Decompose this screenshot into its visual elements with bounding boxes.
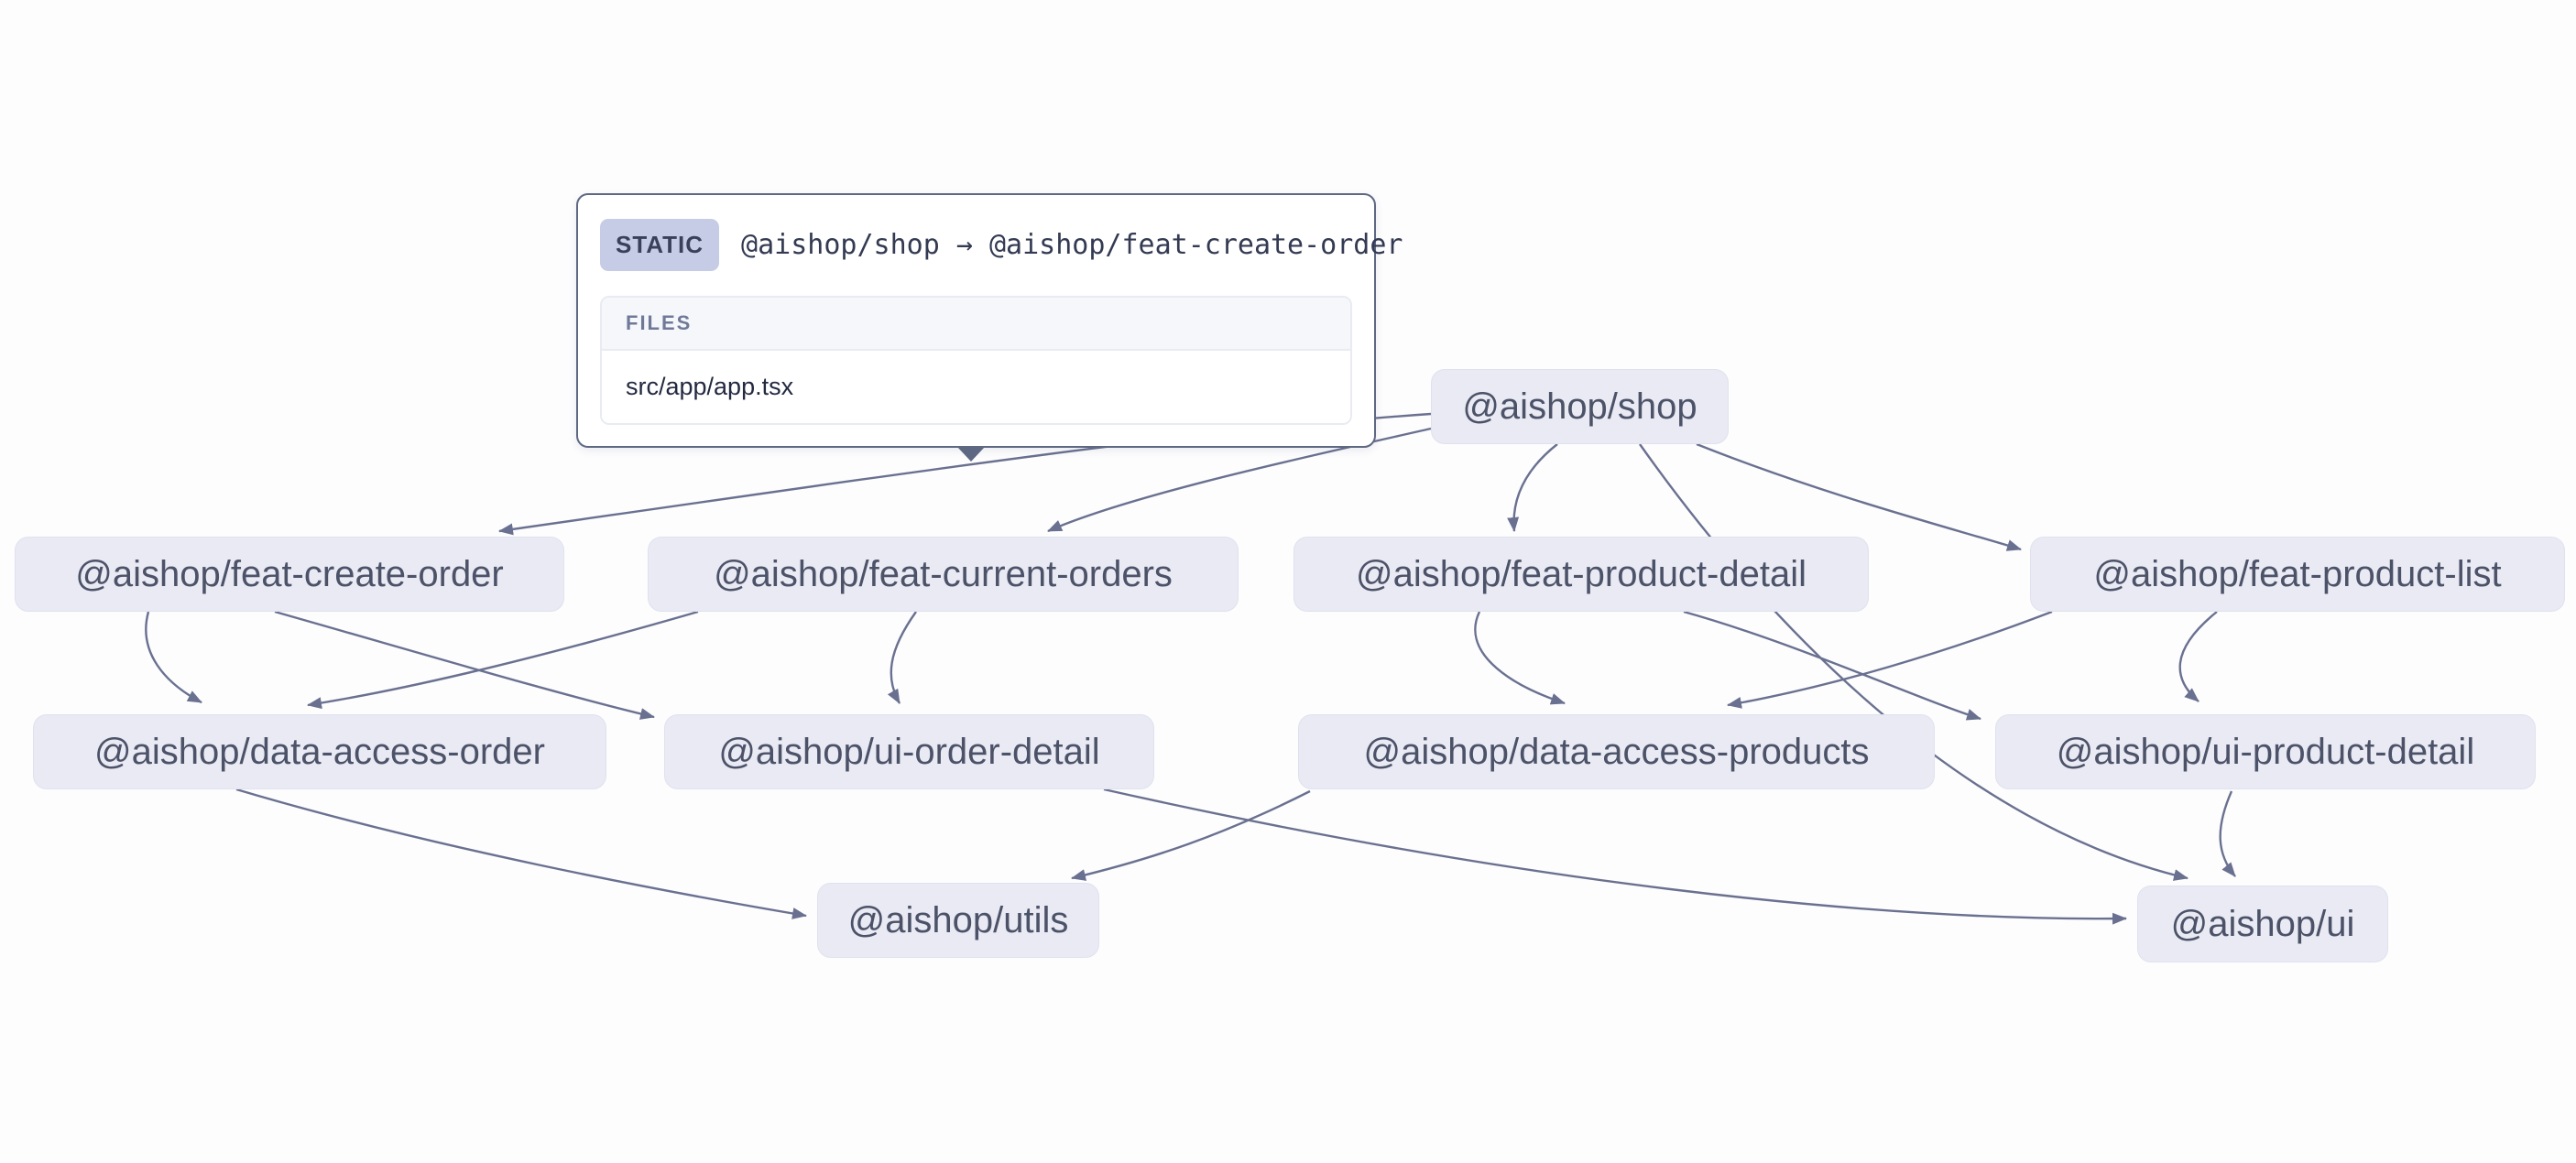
edge-shop-to-feat-product-list[interactable] — [1696, 442, 2022, 551]
edge-data-access-products-to-utils[interactable] — [1071, 789, 1311, 881]
edge-ui-product-detail-to-ui[interactable] — [2219, 790, 2236, 877]
edge-feat-current-orders-to-data-access-order[interactable] — [307, 610, 699, 710]
edge-feat-product-list-to-data-access-products[interactable] — [1727, 610, 2053, 709]
edge-data-access-order-to-utils[interactable] — [235, 788, 807, 919]
edge-feat-current-orders-to-ui-order-detail[interactable] — [887, 611, 917, 704]
graph-node-feat-create-order[interactable]: @aishop/feat-create-order — [15, 537, 564, 612]
tooltip-pointer-icon — [957, 447, 985, 462]
edge-shop-to-feat-current-orders[interactable] — [1047, 427, 1432, 533]
edge-label: @aishop/shop → @aishop/feat-create-order — [741, 229, 1403, 261]
graph-node-feat-current-orders[interactable]: @aishop/feat-current-orders — [648, 537, 1239, 612]
graph-node-ui-product-detail[interactable]: @aishop/ui-product-detail — [1995, 714, 2536, 789]
edge-shop-to-ui[interactable] — [1639, 443, 2189, 881]
edge-feat-product-detail-to-data-access-products[interactable] — [1474, 611, 1566, 705]
edge-shop-to-feat-product-detail[interactable] — [1507, 443, 1558, 532]
graph-node-utils[interactable]: @aishop/utils — [817, 883, 1099, 958]
edge-type-badge: STATIC — [600, 219, 720, 271]
graph-node-shop[interactable]: @aishop/shop — [1431, 369, 1729, 444]
edge-tooltip: STATIC @aishop/shop → @aishop/feat-creat… — [576, 193, 1403, 448]
edge-ui-order-detail-to-ui[interactable] — [1103, 788, 2127, 925]
graph-node-data-access-order[interactable]: @aishop/data-access-order — [33, 714, 606, 789]
file-row: src/app/app.tsx — [602, 351, 1350, 423]
files-panel: FILES src/app/app.tsx — [600, 296, 1352, 425]
graph-node-ui-order-detail[interactable]: @aishop/ui-order-detail — [664, 714, 1154, 789]
graph-node-ui[interactable]: @aishop/ui — [2137, 886, 2388, 962]
graph-node-feat-product-list[interactable]: @aishop/feat-product-list — [2030, 537, 2565, 612]
files-list: src/app/app.tsx — [602, 351, 1350, 423]
graph-node-feat-product-detail[interactable]: @aishop/feat-product-detail — [1293, 537, 1869, 612]
edge-feat-create-order-to-data-access-order[interactable] — [145, 611, 202, 704]
edge-feat-product-detail-to-ui-product-detail[interactable] — [1683, 610, 1981, 721]
edge-feat-product-list-to-ui-product-detail[interactable] — [2178, 611, 2218, 702]
graph-node-data-access-products[interactable]: @aishop/data-access-products — [1298, 714, 1935, 789]
files-header: FILES — [602, 298, 1350, 351]
tooltip-header: STATIC @aishop/shop → @aishop/feat-creat… — [578, 195, 1403, 271]
